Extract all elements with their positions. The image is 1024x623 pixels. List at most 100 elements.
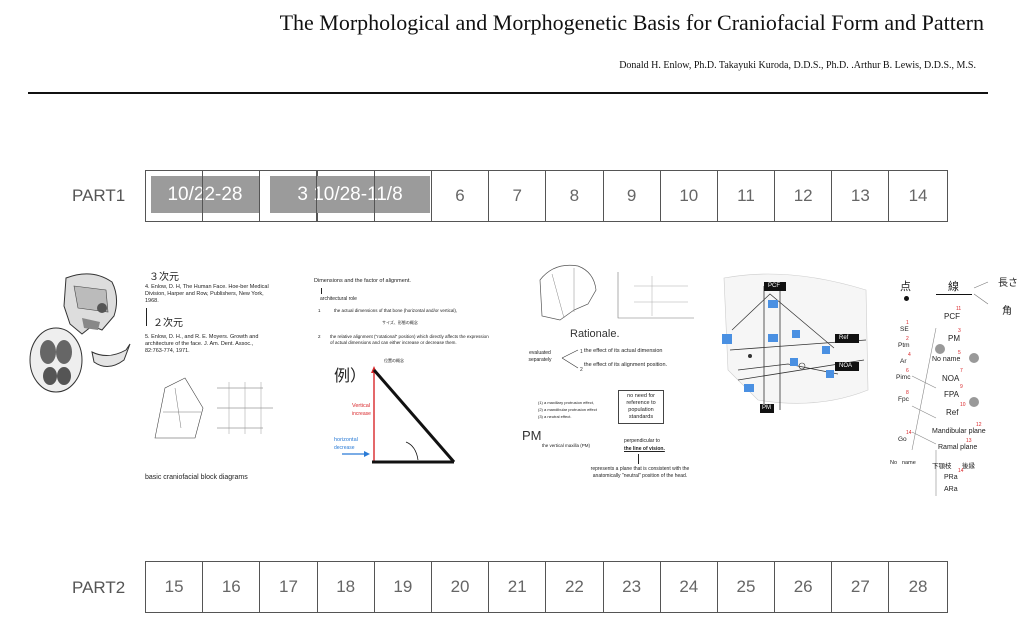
evaluated-label: evaluated separately	[528, 350, 552, 363]
slide-dimensions: Dimensions and the factor of alignment. …	[312, 276, 490, 470]
heading-3d: ３次元	[149, 272, 179, 283]
tree-number: 14	[958, 468, 964, 474]
dimension-item-1-jp: サイズ、形態の概念	[382, 320, 418, 325]
part2-cell: 20	[432, 562, 490, 612]
effect-dimension: the effect of its actual dimension	[584, 348, 663, 354]
block-diagram	[154, 377, 273, 439]
dimension-item-1: the actual dimensions of that bone (hori…	[334, 308, 458, 313]
part1-cell: 12	[775, 171, 833, 221]
length-label: 長さ	[998, 278, 1018, 289]
point-dot	[904, 296, 909, 301]
tree-fpc: Fpc	[898, 396, 909, 403]
dimension-item-2-jp: 位置の概念	[384, 358, 404, 363]
part1-cell: 7	[489, 171, 547, 221]
part2-cell: 21	[489, 562, 547, 612]
tree-no: No	[890, 460, 898, 466]
tree-pra: PRa	[944, 474, 958, 481]
line-of-vision-label: the line of vision.	[624, 446, 665, 452]
tree-connectors	[911, 281, 989, 496]
slide-cephalometric-diagram: PCF Ref NOA PM	[718, 270, 876, 440]
neutral-plane-note: represents a plane that is consistent wi…	[590, 466, 690, 479]
tree-go: Go	[898, 436, 907, 443]
part2-label: PART2	[72, 578, 126, 597]
part1-cell: 10	[661, 171, 718, 221]
tree-fpa: FPA	[944, 390, 959, 399]
effect-list-2: (2) a mandibular protrusion effect	[538, 407, 597, 412]
vertical-maxilla-label: the vertical maxilla (PM)	[542, 443, 591, 448]
perpendicular-label: perpendicular to	[624, 438, 660, 444]
pcf-label: PCF	[768, 283, 780, 289]
point-heading: 点	[900, 281, 911, 293]
ref-label: Ref	[839, 335, 849, 341]
part1-cell	[375, 171, 432, 221]
example-label: 例）	[334, 368, 367, 385]
part2-cell: 18	[318, 562, 375, 612]
tree-pcf: PCF	[944, 312, 960, 321]
part1-cell: 6	[432, 171, 490, 221]
pm-label: PM	[762, 405, 771, 411]
tree-no-name: No name	[932, 356, 961, 363]
part1-cell: 14	[908, 186, 928, 205]
part2-cell: 17	[260, 562, 318, 612]
tree-name: name	[902, 460, 916, 466]
part2-cell: 25	[718, 562, 776, 612]
tree-ptm: Ptm	[898, 342, 910, 349]
tree-se: SE	[900, 326, 909, 333]
cell-divider	[202, 170, 203, 222]
page-title: The Morphological and Morphogenetic Basi…	[279, 10, 984, 35]
tree-pm: PM	[948, 334, 960, 343]
tree-number: 11	[956, 306, 962, 312]
skull-illustration	[22, 268, 134, 398]
title-rule	[28, 92, 988, 94]
tree-number: 10	[960, 402, 966, 408]
part2-cell: 16	[203, 562, 261, 612]
part2-cell: 24	[661, 562, 718, 612]
reference-4: 4. Enlow, D. H, The Human Face. Hoe-ber …	[145, 284, 269, 304]
tree-number: 6	[906, 368, 909, 374]
part1-cell: 13	[832, 171, 890, 221]
tree-number: 12	[976, 422, 982, 428]
vision-arrow	[638, 454, 639, 464]
part2-cell: 22	[546, 562, 604, 612]
reference-5: 5. Enlow, D. H., and R. E. Moyers. Growt…	[145, 334, 259, 354]
horizontal-label: horizontal	[334, 437, 358, 443]
rationale-heading: Rationale.	[570, 328, 620, 340]
tree-number: 13	[966, 438, 972, 444]
effect-list-3: (3) a neutral effect.	[538, 414, 572, 419]
part1-cell	[203, 171, 261, 221]
rationale-grid	[617, 272, 694, 319]
part2-cell: 26	[775, 562, 833, 612]
tree-noa: NOA	[942, 374, 960, 383]
part1-cell: 9	[604, 171, 661, 221]
part2-cell: 28	[908, 577, 928, 596]
slide-rationale: Rationale. evaluated separately 1 2 the …	[520, 258, 702, 498]
tree-ar: Ar	[900, 358, 907, 365]
no-reference-box: no need for reference to population stan…	[618, 390, 664, 424]
slide2-caption: basic craniofacial block diagrams	[145, 474, 248, 481]
line-heading: 線	[948, 281, 959, 293]
line-sample	[936, 294, 972, 295]
tree-ramal-plane: Ramal plane	[938, 444, 978, 451]
part2-cell: 15	[146, 562, 204, 612]
part2-cell: 27	[832, 562, 890, 612]
down-arrow	[146, 308, 147, 326]
part2-cell: 19	[375, 562, 432, 612]
tree-number: 8	[906, 390, 909, 396]
tree-ara: ARa	[944, 486, 958, 493]
pm-heading: PM	[522, 428, 542, 443]
alignment-triangle	[342, 366, 456, 464]
tree-number: 7	[960, 368, 963, 374]
architectural-role: architectural role	[320, 296, 357, 302]
tree-ramus: 下顎枝	[932, 463, 952, 470]
part1-label: PART1	[72, 186, 126, 205]
tree-number: 1	[906, 320, 909, 326]
slide-landmark-tree: 点 線 長さ 角 PCF SE PM Ptm Ar No name Pimc N…	[890, 272, 1024, 502]
author-line: Donald H. Enlow, Ph.D. Takayuki Kuroda, …	[619, 60, 976, 71]
tree-number: 2	[906, 336, 909, 342]
angle-label: 角	[1002, 306, 1012, 317]
cell-divider	[316, 170, 317, 222]
part1-date-badge-2: 3 10/28-11/8	[270, 176, 430, 213]
role-arrow	[321, 288, 322, 294]
